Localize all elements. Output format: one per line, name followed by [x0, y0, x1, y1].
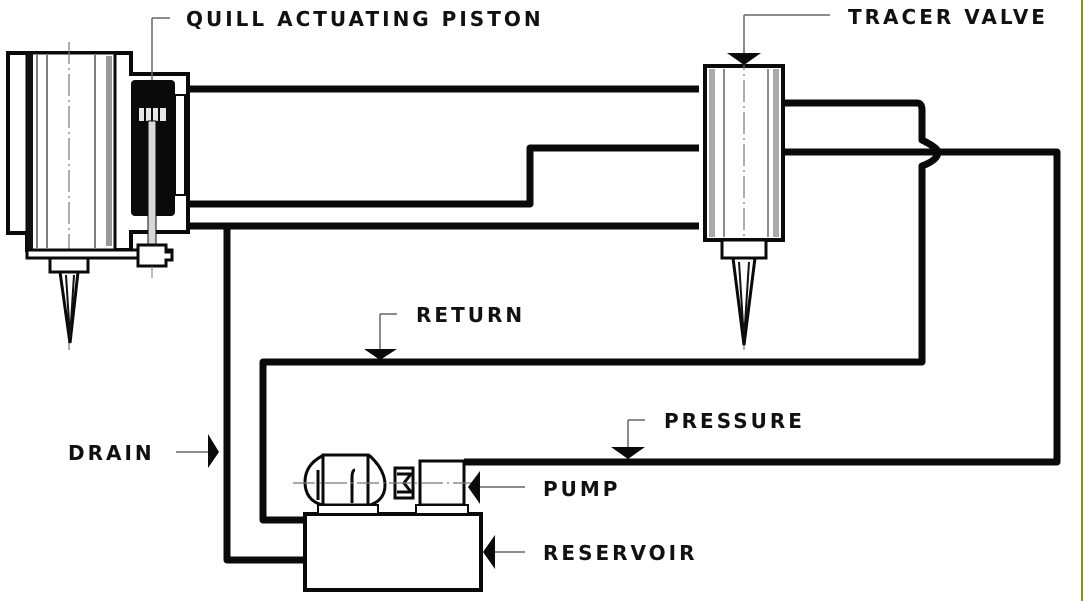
reservoir-tank: [303, 512, 483, 592]
label-pump: PUMP: [543, 477, 620, 501]
frame-edge: [1081, 0, 1083, 601]
power-unit: [293, 453, 483, 592]
pump-arrow-icon: [468, 471, 480, 504]
tracer-valve-assembly: [703, 14, 830, 350]
pipe-pressure-line: [464, 148, 1061, 466]
labels: QUILL ACTUATING PISTON TRACER VALVE RETU…: [68, 5, 1048, 569]
pipe-lower-cylinder-line: [188, 144, 699, 208]
quill-sleeve: [25, 51, 117, 252]
label-quill-actuating-piston: QUILL ACTUATING PISTON: [186, 7, 544, 31]
motor: [303, 453, 387, 515]
drain-arrow-icon: [208, 434, 219, 468]
return-arrow-icon: [364, 349, 397, 360]
pipe-network: [188, 85, 1061, 564]
label-return: RETURN: [416, 303, 525, 327]
tracer-valve-stylus: [731, 256, 757, 346]
tracer-valve-collar: [720, 238, 768, 260]
reservoir-arrow-icon: [483, 535, 495, 569]
quill-assembly: [6, 17, 190, 350]
label-reservoir: RESERVOIR: [543, 541, 698, 565]
piston-rod: [147, 120, 157, 262]
label-pressure: PRESSURE: [664, 409, 805, 433]
piston-nut: [136, 243, 174, 268]
pipe-return-line: [259, 99, 942, 524]
label-drain: DRAIN: [68, 441, 155, 465]
label-tracer-valve: TRACER VALVE: [848, 5, 1048, 29]
pressure-arrow-icon: [611, 447, 645, 459]
tracer-valve-arrow-icon: [727, 53, 761, 65]
quill-chuck: [48, 256, 90, 274]
